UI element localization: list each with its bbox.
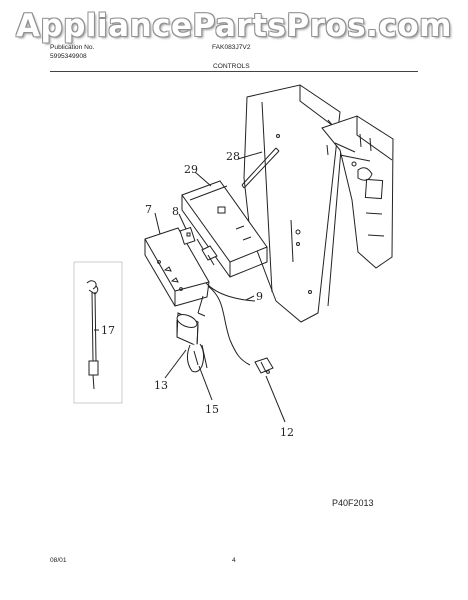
part-17-thermistor-lead xyxy=(86,280,99,390)
callout-8: 8 xyxy=(172,205,179,218)
callout-29: 29 xyxy=(184,163,198,176)
page-number: 4 xyxy=(232,557,236,564)
callout-13: 13 xyxy=(154,379,168,392)
watermark-logo: AppliancePartsPros.com xyxy=(16,8,452,44)
callout-12: 12 xyxy=(280,426,294,439)
part-8-switch xyxy=(179,226,218,266)
callout-28: 28 xyxy=(226,150,240,163)
figure-code: P40F2013 xyxy=(332,498,374,508)
part-15-capacitor-strap xyxy=(186,343,208,373)
callout-15: 15 xyxy=(205,403,219,416)
leader-lines xyxy=(94,151,286,423)
publication-number: 5995349908 xyxy=(50,53,87,60)
callout-17: 17 xyxy=(101,324,115,337)
part-17-frame xyxy=(73,261,123,404)
component-bracket xyxy=(321,115,394,269)
control-bulkhead xyxy=(243,84,343,323)
callout-7: 7 xyxy=(145,203,152,216)
part-13-capacitor xyxy=(176,312,199,347)
part-28-rod xyxy=(241,147,280,189)
callout-9: 9 xyxy=(256,290,263,303)
publication-label: Publication No. xyxy=(50,44,95,51)
model-number: FAK083J7V2 xyxy=(212,44,251,51)
footer-date: 08/01 xyxy=(50,557,67,564)
header-rule xyxy=(50,71,418,72)
part-29-tray xyxy=(181,180,268,278)
section-title: CONTROLS xyxy=(213,63,250,70)
part-9-wire-harness xyxy=(205,282,274,374)
part-7-control-box xyxy=(144,227,210,317)
